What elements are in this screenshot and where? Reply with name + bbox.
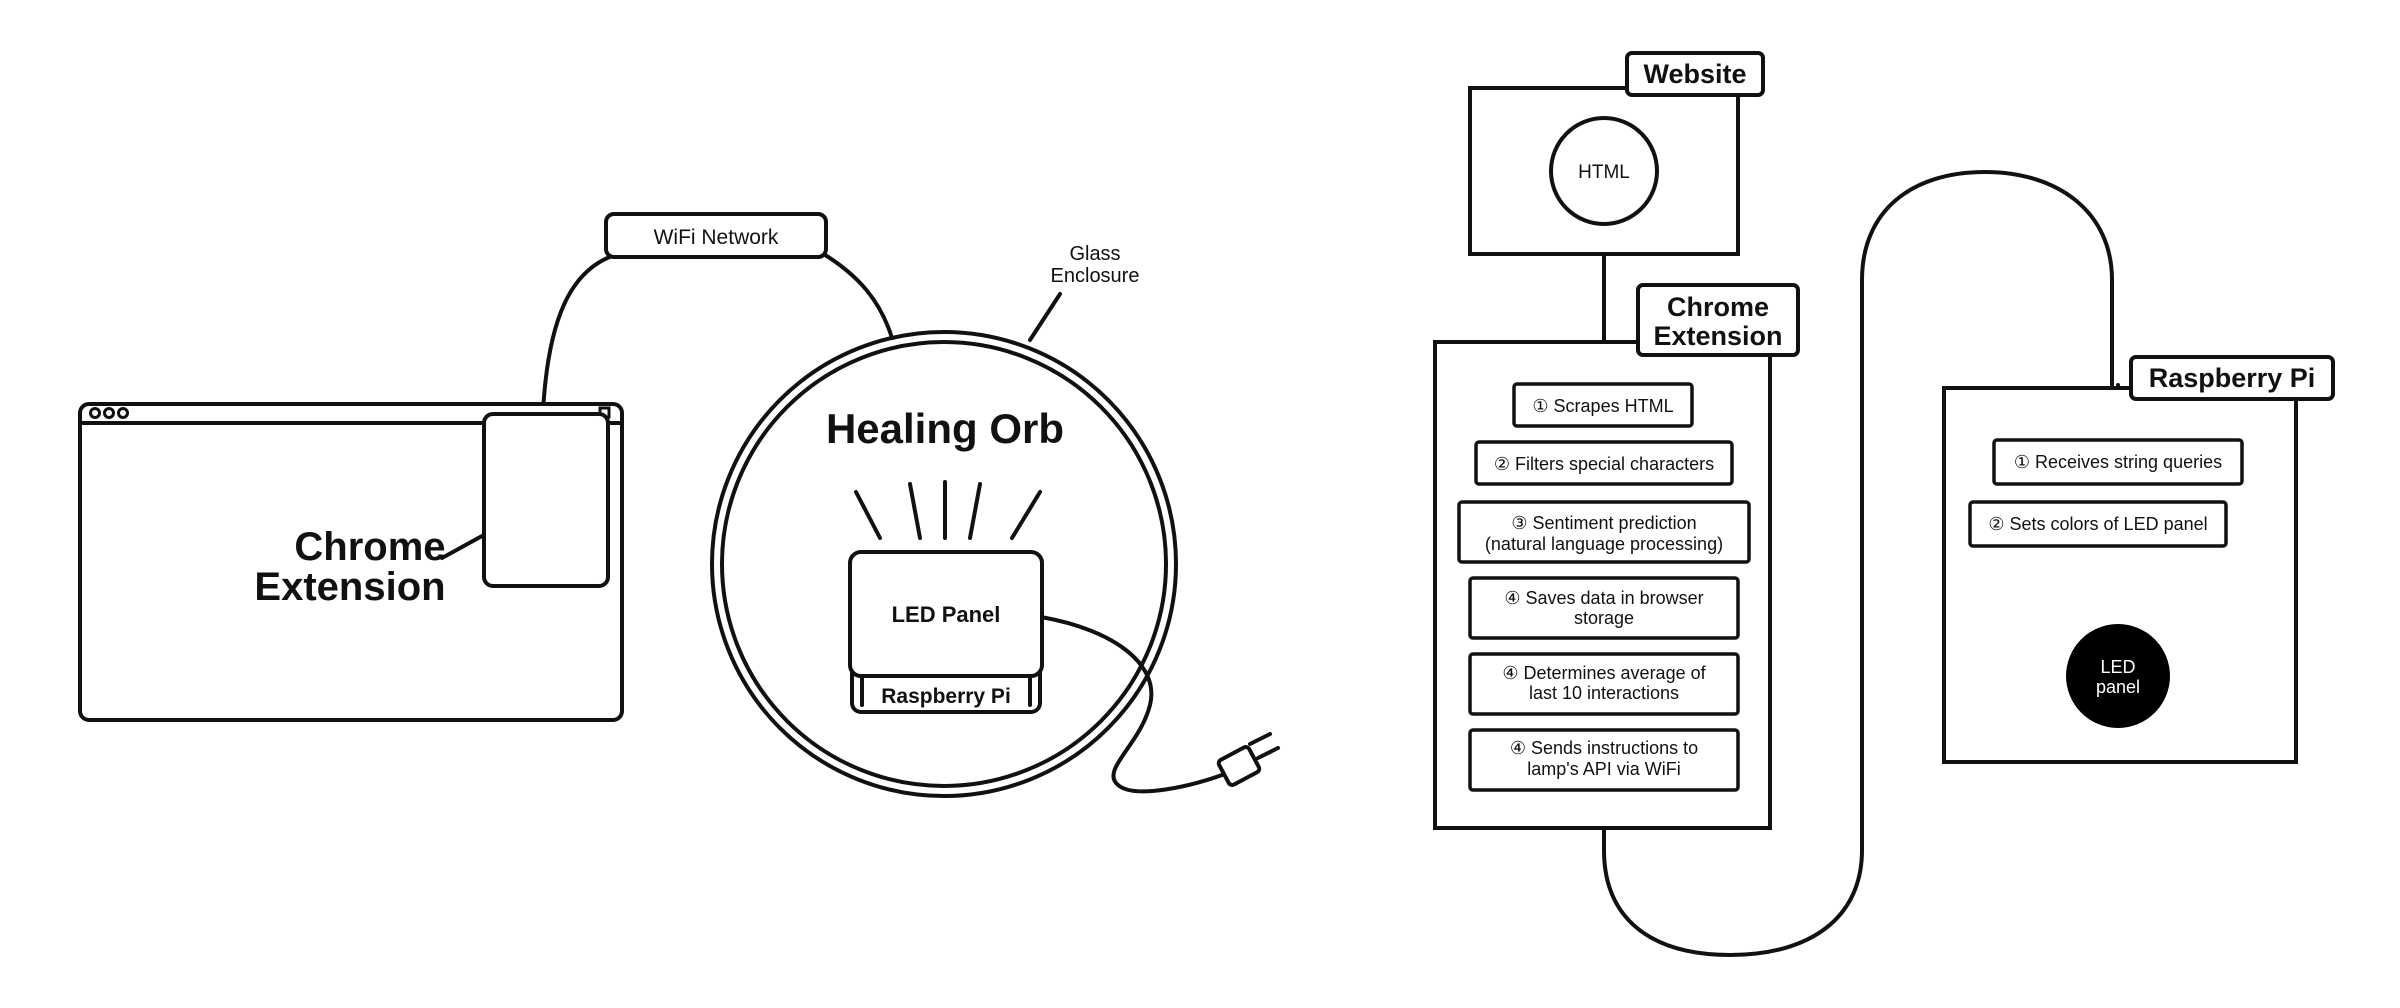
chrome-step-4-text-line1: ④ Saves data in browser (1504, 588, 1703, 608)
chrome-step-5-text-line2: last 10 interactions (1529, 683, 1679, 703)
orb-title: Healing Orb (826, 405, 1064, 452)
raspberry-pi-title: Raspberry Pi (2149, 363, 2316, 393)
wifi-network-box (604, 212, 828, 259)
html-node (1549, 116, 1659, 226)
chrome-step-2: ② Filters special characters (1474, 440, 1734, 486)
raspberry-pi-label: Raspberry Pi (881, 685, 1011, 708)
chrome-step-6: ④ Sends instructions to lamp's API via W… (1468, 728, 1740, 792)
chrome-step-4: ④ Saves data in browser storage (1468, 576, 1740, 640)
raspberry-pi-title-tab (2129, 355, 2335, 401)
glass-enclosure-label-line2: Enclosure (1051, 265, 1140, 287)
led-panel-node (2066, 624, 2170, 728)
led-panel-node-line1: LED (2100, 657, 2135, 677)
extension-pointer-line (440, 534, 484, 560)
led-panel-node-line2: panel (2096, 677, 2140, 697)
window-dot-icon (103, 407, 115, 419)
glass-pointer-line (1028, 292, 1062, 342)
light-rays (854, 480, 1042, 540)
plug-icon (1216, 732, 1280, 787)
chrome-step-6-text-line2: lamp's API via WiFi (1527, 759, 1680, 779)
pi-step-2-text: ② Sets colors of LED panel (1988, 514, 2207, 534)
chrome-step-5-text-line1: ④ Determines average of (1502, 663, 1706, 683)
wifi-wire-to-extension (541, 253, 617, 414)
healing-orb (710, 330, 1178, 798)
chrome-step-3-text-line1: ③ Sentiment prediction (1511, 513, 1696, 533)
chrome-step-1-text: ① Scrapes HTML (1532, 396, 1673, 416)
wifi-wire-to-orb (820, 251, 894, 340)
window-dot-icon (89, 407, 101, 419)
chrome-step-5: ④ Determines average of last 10 interact… (1468, 652, 1740, 716)
html-node-label: HTML (1578, 162, 1630, 183)
chrome-step-1: ① Scrapes HTML (1512, 382, 1694, 428)
window-dot-icon (117, 407, 129, 419)
extension-popup (482, 412, 610, 588)
website-title: Website (1643, 59, 1746, 89)
chrome-extension-title-line2: Extension (1653, 321, 1782, 351)
chrome-step-6-text-line1: ④ Sends instructions to (1510, 738, 1698, 758)
led-panel (848, 550, 1044, 678)
pi-step-1-text: ① Receives string queries (2014, 452, 2222, 472)
pi-step-2: ② Sets colors of LED panel (1968, 500, 2228, 548)
led-panel-label: LED Panel (892, 602, 1001, 627)
chrome-step-2-text: ② Filters special characters (1494, 454, 1714, 474)
chrome-extension-title-tab (1636, 283, 1800, 357)
pi-step-1: ① Receives string queries (1992, 438, 2244, 486)
wifi-network-label: WiFi Network (654, 226, 779, 249)
chrome-step-3-text-line2: (natural language processing) (1485, 534, 1723, 554)
power-cable (1039, 615, 1224, 794)
extension-label-line1: Chrome (294, 525, 445, 569)
chrome-extension-title-line1: Chrome (1667, 292, 1769, 322)
connector-extension-to-pi (1602, 170, 2114, 957)
website-title-tab (1625, 51, 1765, 97)
extension-label-line2: Extension (254, 565, 445, 609)
chrome-step-3: ③ Sentiment prediction (natural language… (1457, 500, 1751, 564)
glass-enclosure-label-line1: Glass (1069, 243, 1120, 265)
chrome-step-4-text-line2: storage (1574, 608, 1634, 628)
